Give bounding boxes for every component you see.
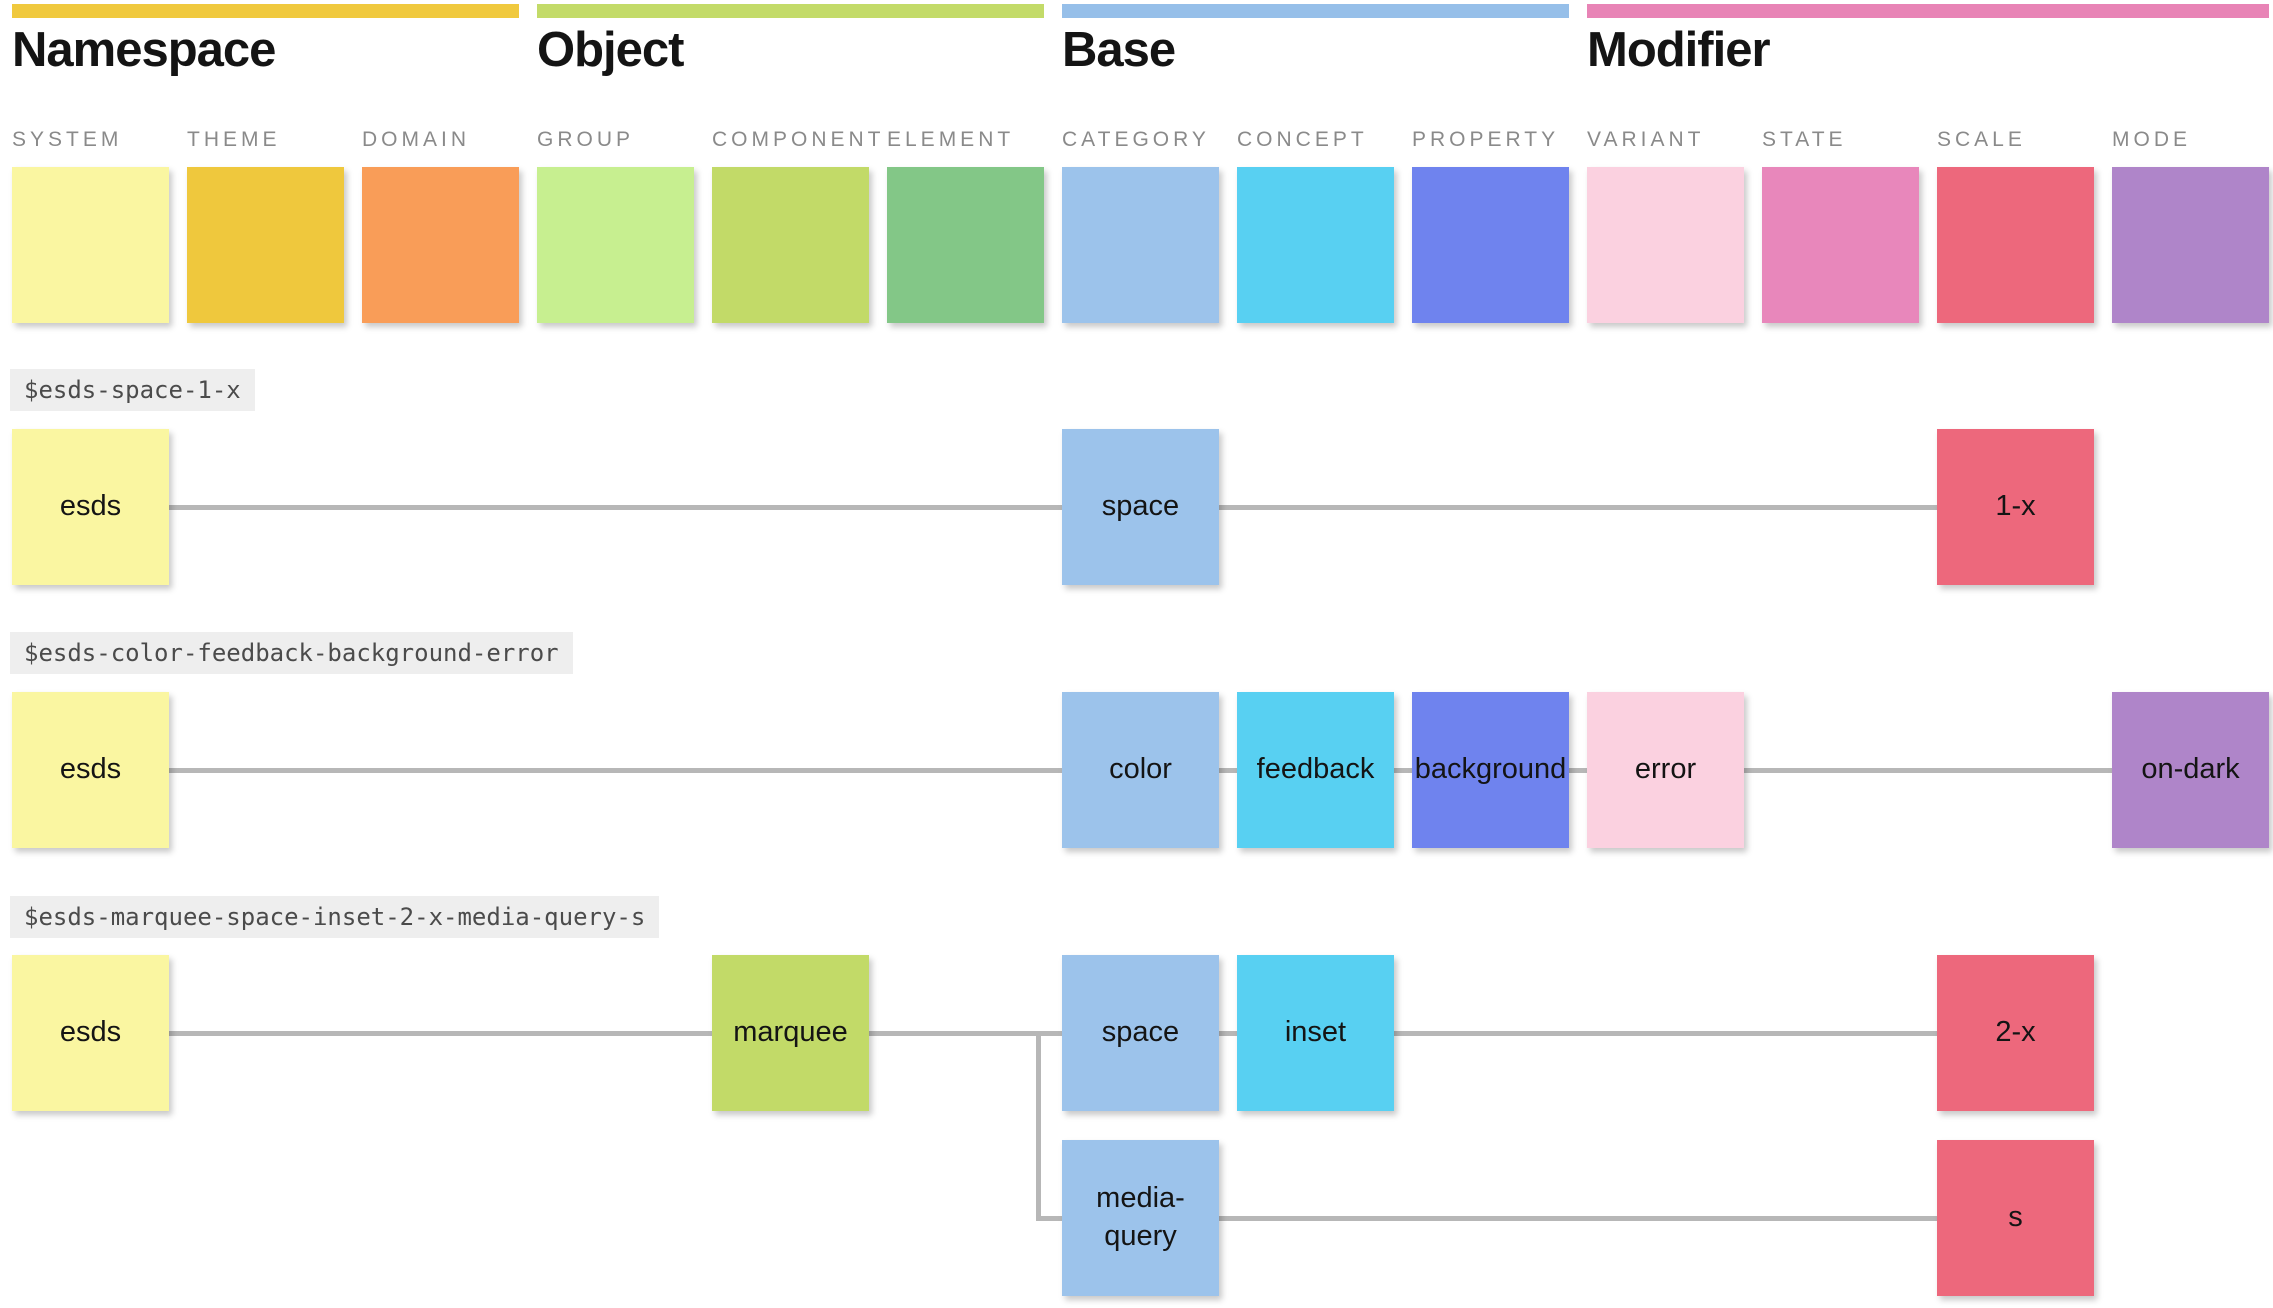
- section-bar-object: [537, 4, 1044, 18]
- swatch-domain: [362, 167, 519, 323]
- connector-line: [1744, 768, 2112, 773]
- swatch-theme: [187, 167, 344, 323]
- node-background: background: [1412, 692, 1569, 848]
- swatch-mode: [2112, 167, 2269, 323]
- connector-line: [1394, 1031, 1937, 1036]
- section-bar-namespace: [12, 4, 519, 18]
- token-chip-3: $esds-marquee-space-inset-2-x-media-quer…: [10, 896, 660, 938]
- token-chip-1: $esds-space-1-x: [10, 369, 255, 411]
- swatch-state: [1762, 167, 1919, 323]
- node-error: error: [1587, 692, 1744, 848]
- column-label-property: PROPERTY: [1412, 128, 1560, 151]
- column-label-element: ELEMENT: [887, 128, 1015, 151]
- swatch-property: [1412, 167, 1569, 323]
- connector-line: [169, 1031, 712, 1036]
- node-color: color: [1062, 692, 1219, 848]
- column-label-domain: DOMAIN: [362, 128, 470, 151]
- column-label-category: CATEGORY: [1062, 128, 1210, 151]
- connector-line: [1394, 768, 1412, 773]
- node-media-query: media-query: [1062, 1140, 1219, 1296]
- node-space-row1: space: [1062, 429, 1219, 585]
- column-label-component: COMPONENT: [712, 128, 885, 151]
- swatch-group: [537, 167, 694, 323]
- section-bar-base: [1062, 4, 1569, 18]
- column-label-variant: VARIANT: [1587, 128, 1705, 151]
- swatch-component: [712, 167, 869, 323]
- connector-line: [1219, 1031, 1237, 1036]
- swatch-concept: [1237, 167, 1394, 323]
- section-title-object: Object: [537, 23, 684, 77]
- swatch-category: [1062, 167, 1219, 323]
- node-space-row3: space: [1062, 955, 1219, 1111]
- node-feedback: feedback: [1237, 692, 1394, 848]
- node-inset: inset: [1237, 955, 1394, 1111]
- connector-line: [169, 768, 1062, 773]
- swatch-element: [887, 167, 1044, 323]
- node-2-x: 2-x: [1937, 955, 2094, 1111]
- token-chip-2: $esds-color-feedback-background-error: [10, 632, 573, 674]
- column-label-group: GROUP: [537, 128, 635, 151]
- node-esds-row2: esds: [12, 692, 169, 848]
- branch-line: [1036, 1031, 1041, 1221]
- node-on-dark: on-dark: [2112, 692, 2269, 848]
- swatch-system: [12, 167, 169, 323]
- node-marquee: marquee: [712, 955, 869, 1111]
- section-title-modifier: Modifier: [1587, 23, 1771, 77]
- column-label-concept: CONCEPT: [1237, 128, 1368, 151]
- connector-line: [1036, 1216, 1062, 1221]
- swatch-variant: [1587, 167, 1744, 323]
- node-s: s: [1937, 1140, 2094, 1296]
- connector-line: [1219, 1216, 1937, 1221]
- connector-line: [169, 505, 1062, 510]
- section-title-namespace: Namespace: [12, 23, 276, 77]
- column-label-state: STATE: [1762, 128, 1847, 151]
- node-esds-row1: esds: [12, 429, 169, 585]
- column-label-mode: MODE: [2112, 128, 2191, 151]
- node-1-x: 1-x: [1937, 429, 2094, 585]
- connector-line: [1219, 505, 1937, 510]
- node-esds-row3: esds: [12, 955, 169, 1111]
- swatch-scale: [1937, 167, 2094, 323]
- connector-line: [1219, 768, 1237, 773]
- column-label-theme: THEME: [187, 128, 281, 151]
- section-title-base: Base: [1062, 23, 1176, 77]
- connector-line: [1569, 768, 1587, 773]
- column-label-scale: SCALE: [1937, 128, 2026, 151]
- column-label-system: SYSTEM: [12, 128, 123, 151]
- section-bar-modifier: [1587, 4, 2269, 18]
- connector-line: [869, 1031, 1062, 1036]
